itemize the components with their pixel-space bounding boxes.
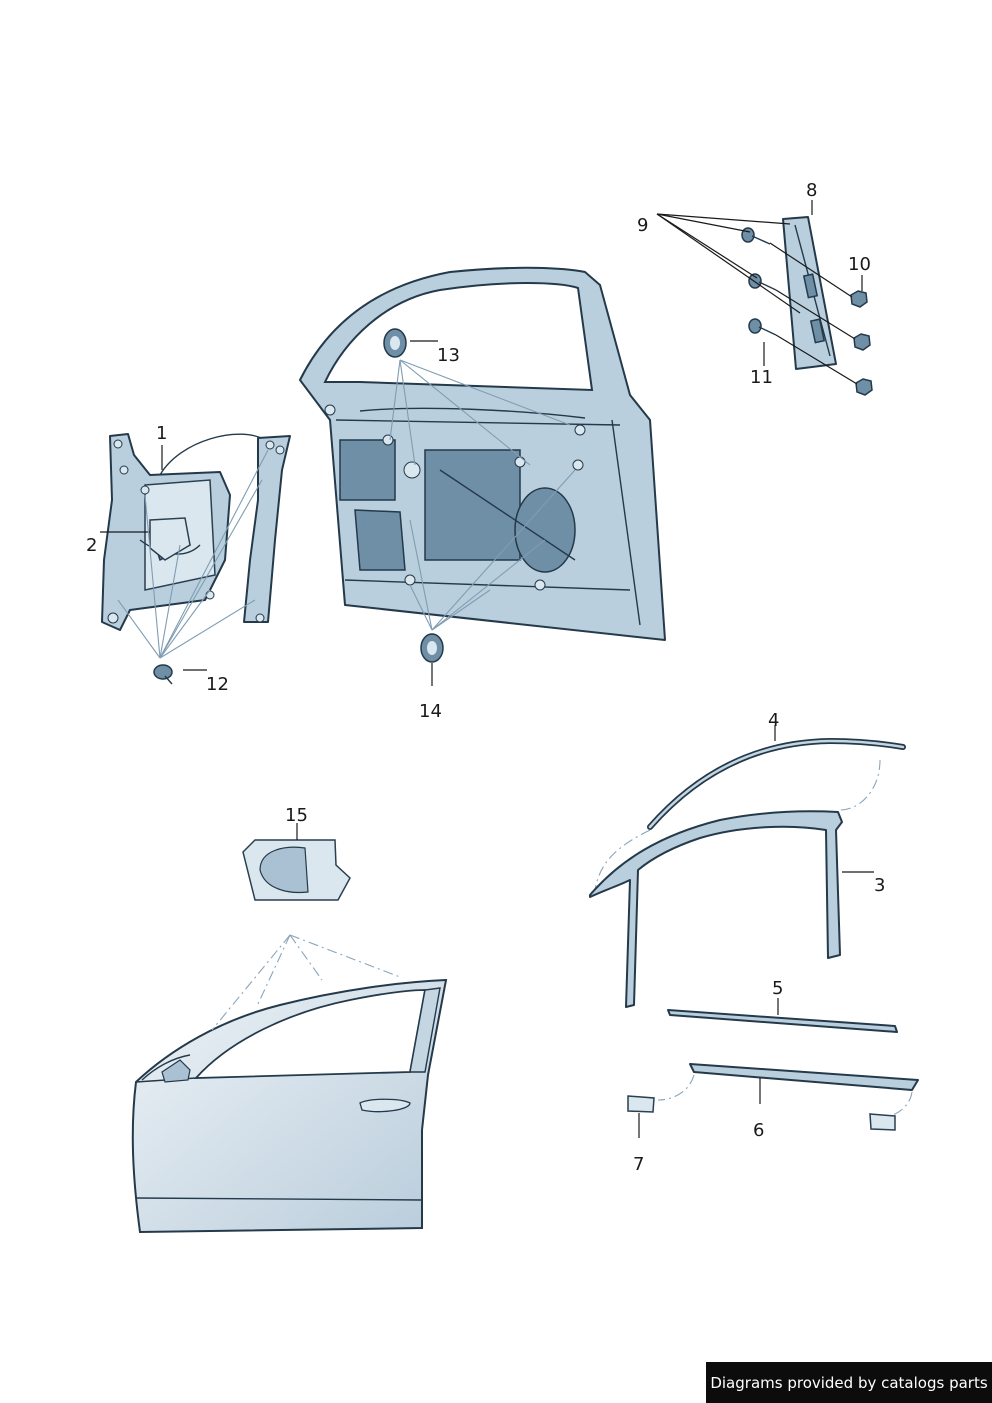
callout-12: 12 (206, 674, 229, 695)
callout-13: 13 (437, 345, 460, 366)
b-pillar-trim-part-8 (782, 216, 837, 370)
callout-5: 5 (772, 978, 784, 999)
end-caps-part-7 (627, 1095, 896, 1138)
trim-strip-part-6 (657, 1063, 919, 1116)
callout-9: 9 (637, 215, 649, 236)
handle-recess-part-15 (242, 823, 351, 901)
attribution-text: Diagrams provided by catalogs parts (710, 1373, 988, 1392)
callout-4: 4 (768, 710, 780, 731)
screw-part-11 (748, 318, 777, 336)
window-channel-part-3 (589, 810, 874, 1008)
leaders-regulator (117, 449, 269, 659)
screws-part-9 (741, 227, 777, 291)
callout-8: 8 (806, 180, 818, 201)
door-shell (299, 266, 666, 641)
leaders-upper-right (656, 200, 863, 385)
leaders-door-shell (389, 359, 576, 631)
callout-2: 2 (86, 535, 98, 556)
callout-7: 7 (633, 1154, 645, 1175)
screw-part-12 (153, 664, 207, 685)
callout-3: 3 (874, 875, 886, 896)
callout-11: 11 (750, 367, 773, 388)
trim-strip-part-5 (667, 998, 898, 1033)
callout-1: 1 (156, 423, 168, 444)
nuts-part-10 (850, 290, 873, 396)
callout-15: 15 (285, 805, 308, 826)
grommet-part-13 (383, 328, 438, 358)
outer-door-panel (131, 934, 448, 1234)
callout-10: 10 (848, 254, 871, 275)
attribution-badge: Diagrams provided by catalogs parts (706, 1362, 992, 1403)
door-seal-part-4 (594, 725, 906, 891)
callout-6: 6 (753, 1120, 765, 1141)
grommet-part-14 (420, 633, 444, 686)
callout-14: 14 (419, 701, 442, 722)
